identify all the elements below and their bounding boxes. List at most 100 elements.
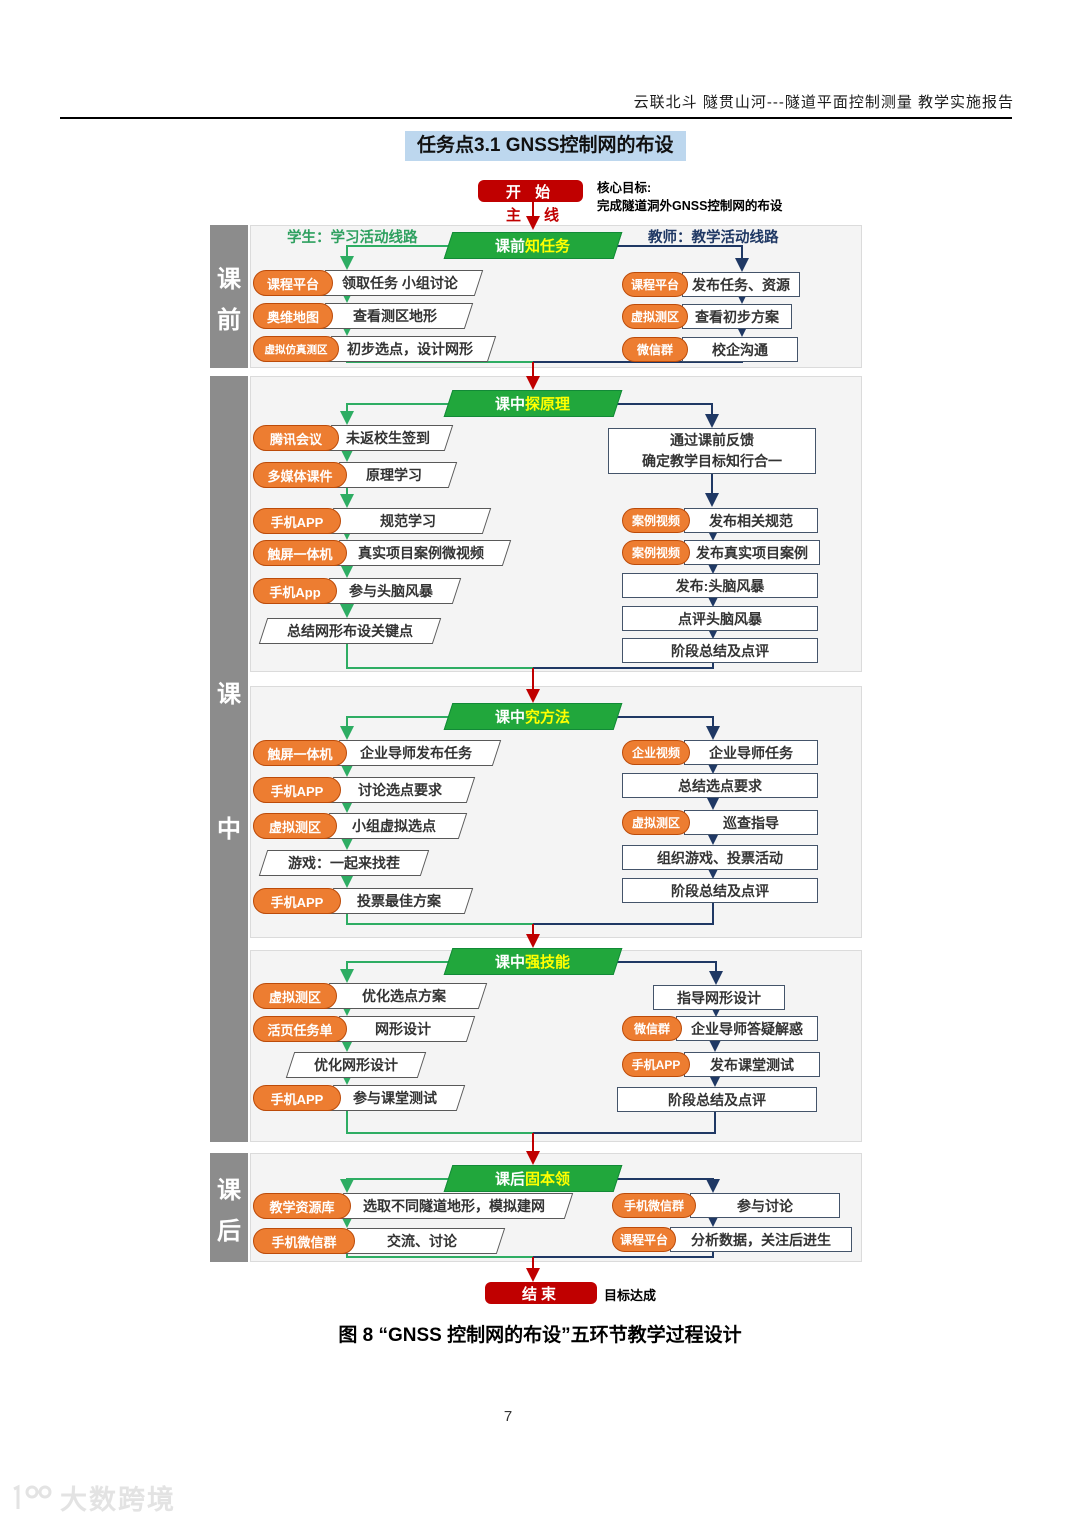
stage-banner: 课后固本领 — [443, 1165, 623, 1192]
flow-row: 发布:头脑风暴 — [622, 573, 818, 598]
tool-badge: 触屏一体机 — [253, 540, 347, 566]
task-shape: 企业导师发布任务 — [330, 740, 502, 766]
flow-row: 案例视频发布相关规范 — [622, 508, 818, 533]
flow-row: 虚拟测区小组虚拟选点 — [253, 813, 468, 839]
flow-row: 总结选点要求 — [622, 773, 818, 798]
task-box: 发布相关规范 — [684, 508, 818, 533]
tool-badge: 手机APP — [253, 1085, 341, 1111]
task-shape: 游戏：一起来找茬 — [258, 850, 430, 876]
task-shape: 投票最佳方案 — [324, 888, 474, 914]
tool-badge: 微信群 — [622, 1016, 682, 1041]
tool-badge: 微信群 — [622, 337, 688, 362]
flow-row: 总结网形布设关键点 — [258, 618, 442, 644]
flow-row: 手机微信群参与讨论 — [612, 1193, 840, 1218]
tool-badge: 手机微信群 — [253, 1228, 355, 1254]
main-line-label-right: 线 — [544, 207, 560, 224]
tool-badge: 手机App — [253, 578, 337, 604]
tool-badge: 活页任务单 — [253, 1016, 347, 1042]
flow-row: 阶段总结及点评 — [617, 1087, 817, 1112]
flow-row: 虚拟测区巡查指导 — [622, 810, 818, 835]
task-box: 发布真实项目案例 — [684, 540, 820, 565]
core-goal-text: 完成隧道洞外GNSS控制网的布设 — [597, 199, 783, 214]
task-box: 总结选点要求 — [622, 773, 818, 798]
task-shape: 优化网形设计 — [285, 1052, 427, 1078]
tool-badge: 虚拟测区 — [253, 813, 337, 839]
tool-badge: 虚拟仿真测区 — [253, 336, 339, 362]
tool-badge: 虚拟测区 — [622, 810, 690, 835]
student-path-label: 学生：学习活动线路 — [287, 230, 418, 246]
phase-sidebar-after: 课 后 — [210, 1153, 248, 1262]
flow-row: 优化网形设计 — [285, 1052, 427, 1078]
task-box: 企业导师答疑解惑 — [676, 1016, 818, 1041]
tool-badge: 企业视频 — [622, 740, 690, 765]
task-shape: 优化选点方案 — [320, 983, 488, 1009]
phase-sidebar-before: 课 前 — [210, 225, 248, 368]
task-box: 参与讨论 — [690, 1193, 840, 1218]
start-node: 开 始 — [478, 180, 583, 202]
task-shape: 初步选点，设计网形 — [322, 336, 497, 362]
flow-row: 阶段总结及点评 — [622, 878, 818, 903]
flow-row: 活页任务单网形设计 — [253, 1016, 476, 1042]
task-shape: 原理学习 — [330, 462, 458, 488]
task-box: 指导网形设计 — [653, 985, 785, 1010]
flow-row: 企业视频企业导师任务 — [622, 740, 818, 765]
phase-char: 前 — [217, 306, 241, 334]
task-shape: 交流、讨论 — [338, 1228, 506, 1254]
phase-char: 课 — [217, 265, 241, 293]
phase-char: 课 — [217, 681, 241, 708]
task-box: 企业导师任务 — [684, 740, 818, 765]
stage-banner: 课中探原理 — [443, 390, 623, 417]
task-shape: 领取任务 小组讨论 — [316, 270, 484, 296]
task-shape: 选取不同隧道地形，模拟建网 — [334, 1193, 574, 1219]
tool-badge: 手机APP — [622, 1052, 690, 1077]
flow-row: 点评头脑风暴 — [622, 606, 818, 631]
tool-badge: 手机APP — [253, 777, 341, 803]
flow-row: 教学资源库选取不同隧道地形，模拟建网 — [253, 1193, 574, 1219]
tool-badge: 触屏一体机 — [253, 740, 347, 766]
task-box: 发布:头脑风暴 — [622, 573, 818, 598]
task-box: 阶段总结及点评 — [622, 878, 818, 903]
tool-badge: 教学资源库 — [253, 1193, 351, 1219]
flow-row: 虚拟测区优化选点方案 — [253, 983, 488, 1009]
page-title: 任务点3.1 GNSS控制网的布设 — [405, 131, 686, 161]
tool-badge: 多媒体课件 — [253, 462, 347, 488]
task-box: 发布任务、资源 — [682, 272, 800, 297]
flow-row: 多媒体课件原理学习 — [253, 462, 458, 488]
report-header: 云联北斗 隧贯山河---隧道平面控制测量 教学实施报告 — [633, 94, 1014, 111]
tool-badge: 奥维地图 — [253, 303, 333, 329]
stage-banner: 课中究方法 — [443, 703, 623, 730]
phase-char: 课 — [217, 1176, 241, 1204]
flow-row: 奥维地图查看测区地形 — [253, 303, 474, 329]
flow-row: 微信群校企沟通 — [622, 337, 798, 362]
tool-badge: 课程平台 — [612, 1227, 676, 1252]
task-shape: 查看测区地形 — [316, 303, 474, 329]
tool-badge: 手机APP — [253, 888, 341, 914]
task-shape: 小组虚拟选点 — [320, 813, 468, 839]
flow-row: 虚拟仿真测区初步选点，设计网形 — [253, 336, 497, 362]
task-shape: 参与课堂测试 — [324, 1085, 466, 1111]
flow-row: 触屏一体机真实项目案例微视频 — [253, 540, 512, 566]
tool-badge: 案例视频 — [622, 508, 690, 533]
core-goal-heading: 核心目标: — [597, 181, 652, 195]
watermark-text: 大数跨境 — [60, 1485, 176, 1515]
phase-char: 后 — [217, 1217, 241, 1245]
phase-char: 中 — [217, 816, 241, 843]
flow-row: 通过课前反馈确定教学目标知行合一 — [608, 428, 816, 474]
tool-badge: 课程平台 — [253, 270, 333, 296]
task-shape: 未返校生签到 — [322, 425, 454, 451]
task-box: 阶段总结及点评 — [617, 1087, 817, 1112]
main-line-label-left: 主 — [506, 207, 522, 224]
end-node: 结束 — [485, 1282, 597, 1304]
flow-row: 课程平台分析数据，关注后进生 — [612, 1227, 852, 1252]
task-box: 阶段总结及点评 — [622, 638, 818, 663]
flow-row: 指导网形设计 — [653, 985, 785, 1010]
tool-badge: 手机微信群 — [612, 1193, 696, 1218]
end-note: 目标达成 — [604, 1288, 657, 1303]
tool-badge: 腾讯会议 — [253, 425, 339, 451]
task-box: 点评头脑风暴 — [622, 606, 818, 631]
task-shape: 规范学习 — [324, 508, 492, 534]
